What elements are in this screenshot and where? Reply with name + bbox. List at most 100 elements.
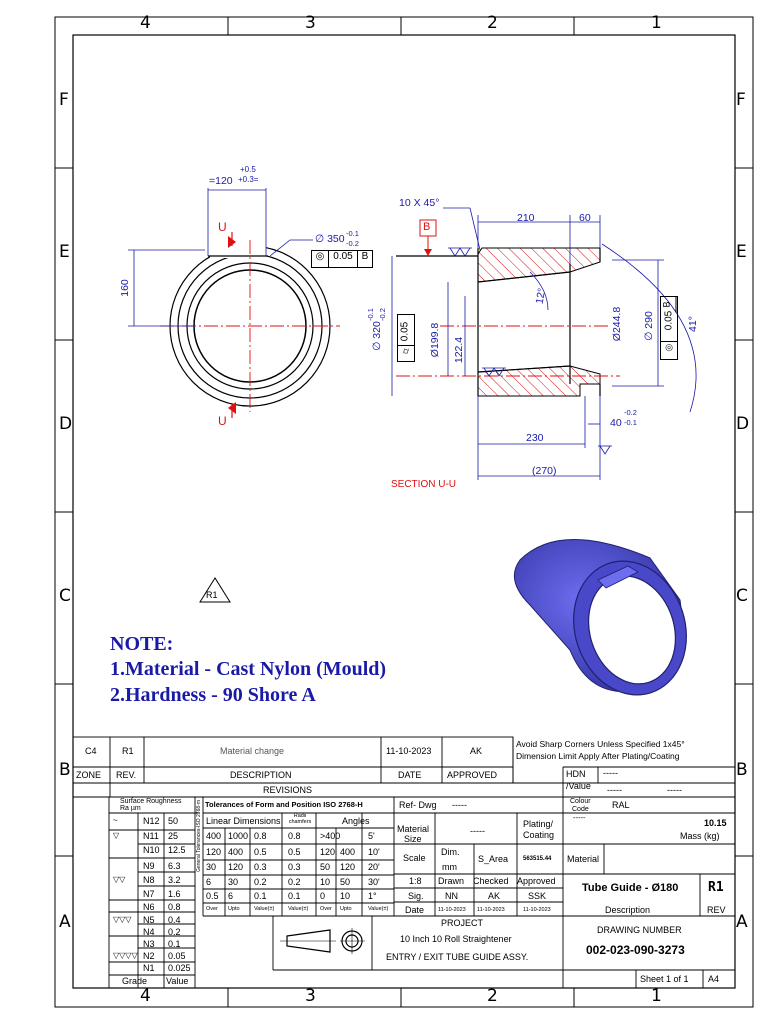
tolerance-cell: 1° bbox=[368, 891, 377, 901]
rev-triangle bbox=[199, 577, 231, 603]
description-label: Description bbox=[605, 905, 651, 915]
tolerance-cell: 1000 bbox=[228, 831, 249, 841]
dim-199-8: Ø199.8 bbox=[429, 322, 442, 358]
tolerance-cell: 10 bbox=[340, 891, 351, 901]
roughness-value: 6.3 bbox=[168, 861, 181, 871]
part-rev: R1 bbox=[708, 880, 724, 895]
zone-col-4-bottom: 4 bbox=[140, 986, 151, 1006]
tolerance-cell: 0.2 bbox=[254, 877, 267, 887]
material-size-value: ----- bbox=[470, 826, 485, 836]
dim-122-4: 122.4 bbox=[453, 336, 466, 364]
tolerance-radii-header: Radii chamfers bbox=[288, 813, 312, 825]
tolerance-cell: 6 bbox=[228, 891, 234, 901]
tolerance-cell: 0.5 bbox=[206, 891, 219, 901]
projection-symbol bbox=[280, 928, 365, 954]
material-label: Material bbox=[567, 854, 600, 864]
dim-350: ∅ 350 bbox=[315, 233, 345, 245]
section-label-u-bottom: U bbox=[218, 414, 227, 428]
project-line-1: 10 Inch 10 Roll Straightener bbox=[400, 934, 512, 944]
roughness-value: 0.1 bbox=[168, 939, 181, 949]
zone-ticks bbox=[55, 17, 753, 1007]
zone-col-3-bottom: 3 bbox=[305, 986, 316, 1006]
part-name: Tube Guide - Ø180 bbox=[582, 882, 679, 894]
colour-code-label-2: Code bbox=[572, 806, 589, 813]
plating-label-1: Plating/ bbox=[523, 819, 554, 829]
roughness-symbol: ▽▽▽ bbox=[113, 915, 132, 924]
roughness-symbol: ~ bbox=[113, 816, 118, 825]
note-line-2: 2.Hardness - 90 Shore A bbox=[110, 684, 316, 706]
dim-40-tol-b: -0.1 bbox=[624, 418, 637, 427]
tolerance-cell: 0.5 bbox=[288, 847, 301, 857]
dim-320: ∅ 320 bbox=[370, 321, 383, 351]
rev-header-zone: ZONE bbox=[76, 770, 102, 780]
hdn-label-1: HDN bbox=[566, 769, 586, 779]
hdn-label-2: /Value bbox=[566, 781, 591, 791]
tolerance-footer-cell: Over bbox=[320, 906, 332, 912]
s-area-label: S_Area bbox=[478, 854, 509, 864]
tolerance-cell: 400 bbox=[206, 831, 222, 841]
dim-unit: mm bbox=[442, 862, 457, 872]
sign-header-checked: Checked bbox=[473, 876, 509, 886]
roughness-symbol: ▽ bbox=[113, 831, 120, 840]
roughness-value: 0.05 bbox=[168, 951, 186, 961]
section-label-u-top: U bbox=[218, 220, 227, 234]
zone-row-d-right: D bbox=[736, 414, 750, 434]
cylindricity-icon: ⌭ bbox=[398, 345, 414, 357]
hdn-value-3: ----- bbox=[667, 785, 682, 795]
roughness-grade: N10 bbox=[143, 845, 160, 855]
tolerance-cell: 10' bbox=[368, 847, 380, 857]
revisions-title: REVISIONS bbox=[263, 785, 313, 795]
roughness-grade: N7 bbox=[143, 889, 155, 899]
fcf-350: ◎ 0.05 B bbox=[311, 250, 373, 268]
rev-header-approved: APPROVED bbox=[447, 770, 498, 780]
tolerance-cell: 0.1 bbox=[288, 891, 301, 901]
dim-320-tol-b: -0.2 bbox=[377, 308, 387, 321]
rev-row-approved: AK bbox=[470, 746, 483, 756]
zone-col-1-top: 1 bbox=[651, 13, 662, 33]
zone-row-f-left: F bbox=[59, 90, 69, 110]
tolerance-cell: 6 bbox=[206, 877, 212, 887]
dim-40-tol-a: -0.2 bbox=[624, 408, 637, 417]
roughness-symbol: ▽▽▽▽ bbox=[113, 951, 138, 960]
roughness-grade: N6 bbox=[143, 902, 155, 912]
mass-label: Mass (kg) bbox=[680, 831, 720, 841]
tolerance-cell: 30 bbox=[228, 877, 239, 887]
zone-col-1-bottom: 1 bbox=[651, 986, 662, 1006]
dim-chamfer: 10 X 45° bbox=[399, 197, 440, 209]
material-size-label-1: Material bbox=[397, 824, 430, 834]
fcf-290-value: 0.05 bbox=[663, 310, 675, 331]
tolerance-footer-cell: Upto bbox=[228, 906, 240, 912]
tolerance-title: Tolerances of Form and Position ISO 2768… bbox=[205, 800, 363, 809]
zone-row-b-left: B bbox=[59, 760, 71, 780]
front-view-flat bbox=[210, 244, 266, 258]
tolerance-linear-header: Linear Dimensions bbox=[206, 816, 281, 826]
rev-row-rev: R1 bbox=[122, 746, 134, 756]
zone-row-c-left: C bbox=[59, 586, 71, 606]
fcf-350-ref: B bbox=[361, 251, 369, 262]
fcf-290: B 0.05 ◎ bbox=[660, 296, 678, 360]
date-checked: 11-10-2023 bbox=[477, 907, 505, 913]
tolerance-cell: 120 bbox=[320, 847, 336, 857]
dim-210: 210 bbox=[517, 212, 535, 224]
dim-160: 160 bbox=[118, 279, 131, 297]
dim-41deg: 41° bbox=[686, 316, 699, 332]
roughness-value: 0.8 bbox=[168, 902, 181, 912]
roughness-value: 0.2 bbox=[168, 927, 181, 937]
roughness-value: 3.2 bbox=[168, 875, 181, 885]
zone-row-c-right: C bbox=[736, 586, 748, 606]
project-line-2: ENTRY / EXIT TUBE GUIDE ASSY. bbox=[386, 952, 529, 962]
scale-value: 1:8 bbox=[409, 876, 422, 886]
colour-code-value-2: ----- bbox=[573, 813, 586, 822]
rev-row-zone: C4 bbox=[85, 746, 97, 756]
tolerance-cell: 0.1 bbox=[254, 891, 267, 901]
section-view bbox=[396, 219, 620, 397]
dim-290: ∅ 290 bbox=[642, 311, 655, 341]
sheet-label: Sheet 1 of 1 bbox=[640, 974, 689, 984]
zone-row-a-left: A bbox=[59, 912, 71, 932]
zone-row-f-right: F bbox=[736, 90, 746, 110]
fcf-350-value: 0.05 bbox=[329, 251, 358, 267]
sig-checked: AK bbox=[488, 891, 501, 901]
note-line-1: 1.Material - Cast Nylon (Mould) bbox=[110, 658, 387, 680]
tolerance-footer-cell: Upto bbox=[340, 906, 352, 912]
